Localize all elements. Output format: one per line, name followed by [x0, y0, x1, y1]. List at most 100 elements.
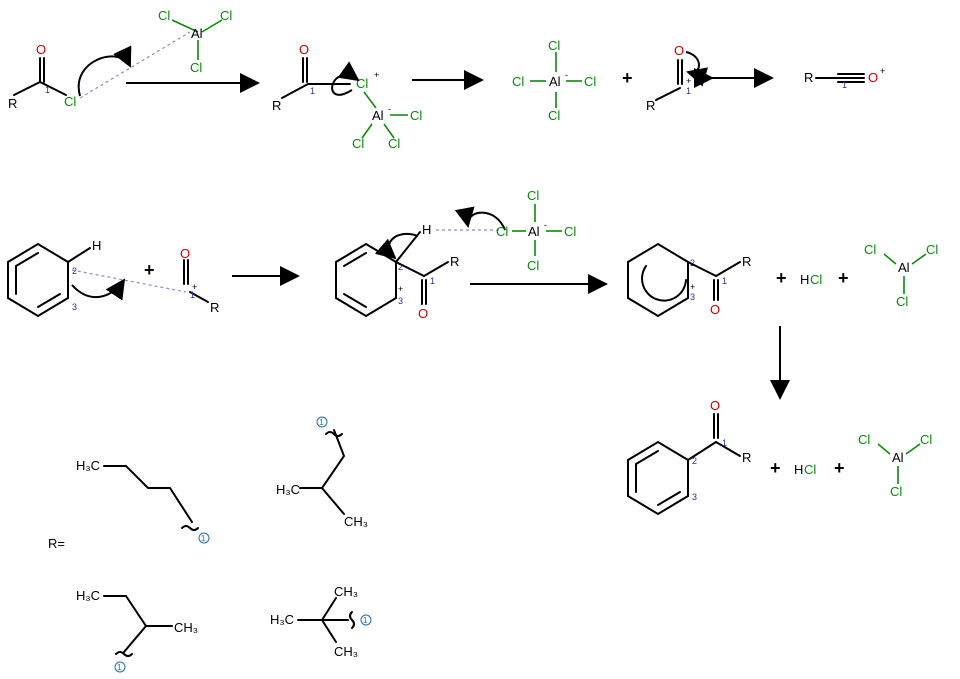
aluminum-label: Al — [528, 224, 540, 239]
chlorine-label: Cl — [158, 8, 170, 23]
methyl-label: CH₃ — [344, 514, 368, 529]
acyl-aluminate-complex: R O 1 Cl + Al - Cl Cl Cl — [272, 42, 422, 151]
atom-number: 1 — [310, 86, 315, 96]
atom-number: 3 — [692, 492, 697, 502]
chlorine-label: Cl — [858, 432, 870, 447]
r-group-label: R — [804, 70, 813, 85]
chlorine-label: Cl — [920, 432, 932, 447]
charge-minus: - — [544, 220, 547, 230]
plus-sign: + — [622, 68, 633, 88]
oxygen-label: O — [418, 306, 428, 321]
curved-electron-arrow — [685, 51, 709, 87]
chlorine-label: Cl — [890, 484, 902, 499]
chlorine-label: Cl — [548, 38, 560, 53]
oxygen-label: O — [674, 43, 684, 58]
hydrogen-label: H — [422, 222, 431, 237]
atom-number: 2 — [398, 262, 403, 272]
r-group-label: R — [646, 98, 655, 113]
hydrogen-label: H — [794, 462, 803, 477]
atom-number: 3 — [72, 302, 77, 312]
aluminum-label: Al — [372, 108, 384, 123]
atom-number: 1 — [722, 276, 727, 286]
aluminum-label: Al — [549, 74, 561, 89]
aluminum-chloride-top: Al Cl Cl Cl — [158, 8, 232, 75]
attachment-point: 1 — [363, 616, 368, 625]
r-group-butyl: H₃C 1 — [76, 458, 210, 544]
chlorine-label: Cl — [564, 224, 576, 239]
r-group-isopentyl: 1 H₃C CH₃ — [276, 416, 368, 529]
r-group-label: R — [450, 254, 459, 269]
oxygen-label: O — [36, 42, 46, 57]
chlorine-label: Cl — [388, 136, 400, 151]
curved-electron-arrow — [454, 206, 506, 231]
r-group-label: R — [742, 450, 751, 465]
methyl-label: CH₃ — [174, 620, 198, 635]
acyl-chloride: R O 1 Cl — [8, 31, 191, 111]
aluminum-chloride: Al Cl Cl Cl — [864, 242, 938, 309]
r-group-sec-butyl: H₃C CH₃ 1 — [76, 588, 198, 673]
benzene: H 2 3 — [7, 238, 187, 318]
hydrogen-chloride: H Cl — [800, 272, 822, 287]
charge-plus: + — [374, 70, 379, 80]
chlorine-label: Cl — [64, 94, 76, 109]
atom-number: 3 — [690, 292, 695, 302]
methyl-label: H₃C — [76, 458, 100, 473]
methyl-label: H₃C — [270, 612, 294, 627]
chlorine-label: Cl — [512, 74, 524, 89]
hydrogen-chloride: H Cl — [794, 462, 816, 477]
oxygen-label: O — [180, 246, 190, 261]
chlorine-label: Cl — [926, 242, 938, 257]
atom-number: 1 — [722, 438, 727, 448]
plus-sign: + — [838, 268, 849, 288]
curved-electron-arrow — [331, 61, 360, 96]
chlorine-label: Cl — [352, 136, 364, 151]
atom-number: 1 — [686, 86, 691, 96]
acylium-ion-bent: R O + 1 — [646, 43, 709, 113]
charge-minus: - — [565, 70, 568, 80]
curved-electron-arrow — [374, 233, 419, 260]
atom-number: 2 — [690, 258, 695, 268]
r-group-label: R — [8, 96, 17, 111]
sigma-complex: H 2 + 3 1 R O — [335, 206, 506, 321]
acylium-ion-linear: R 1 O + — [804, 66, 885, 90]
atom-number: 2 — [692, 456, 697, 466]
atom-number: 1 — [190, 290, 195, 300]
acylium-ion: O + 1 R — [180, 246, 219, 315]
charge-plus: + — [398, 284, 403, 294]
r-group-label: R — [272, 98, 281, 113]
r-group-label: R — [742, 254, 751, 269]
curved-electron-arrow — [71, 278, 126, 301]
methyl-label: CH₃ — [334, 584, 358, 599]
chlorine-label: Cl — [584, 74, 596, 89]
oxygen-label: O — [299, 42, 309, 57]
chlorine-label: Cl — [527, 258, 539, 273]
oxygen-label: O — [710, 302, 720, 317]
attachment-point: 1 — [319, 418, 324, 427]
chlorine-label: Cl — [864, 242, 876, 257]
chlorine-label: Cl — [548, 108, 560, 123]
tetrachloroaluminate: Al - Cl Cl Cl Cl — [512, 38, 596, 123]
curved-electron-arrow — [77, 45, 132, 97]
oxygen-label: O — [710, 398, 720, 413]
aluminum-label: Al — [892, 450, 904, 465]
aryl-ketone-product: 2 3 1 O R — [627, 398, 751, 516]
atom-number: 1 — [842, 80, 847, 90]
atom-number: 3 — [398, 296, 403, 306]
r-group-tert-butyl: H₃C CH₃ CH₃ 1 — [270, 584, 372, 659]
hydrogen-label: H — [800, 272, 809, 287]
chlorine-label: Cl — [356, 76, 368, 91]
methyl-label: H₃C — [76, 588, 100, 603]
aluminum-label: Al — [191, 26, 203, 41]
chlorine-label: Cl — [496, 224, 508, 239]
plus-sign: + — [776, 268, 787, 288]
plus-sign: + — [144, 260, 155, 280]
attachment-point: 1 — [201, 534, 206, 543]
charge-minus: - — [388, 104, 391, 114]
plus-sign: + — [770, 458, 781, 478]
atom-number: 1 — [45, 85, 50, 95]
chlorine-label: Cl — [527, 188, 539, 203]
chlorine-label: Cl — [804, 462, 816, 477]
charge-plus: + — [880, 66, 885, 76]
plus-sign: + — [834, 458, 845, 478]
